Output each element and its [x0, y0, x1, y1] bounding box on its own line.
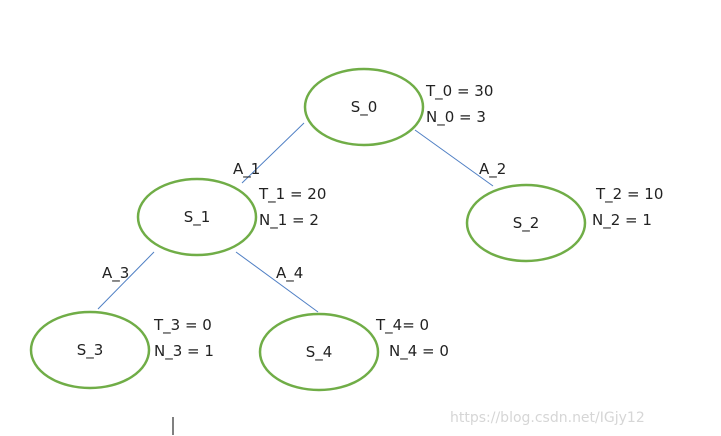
stat-t-s4: T_4= 0	[375, 316, 429, 335]
edge-label-a4: A_4	[276, 264, 303, 283]
edge-s1-s4	[235, 251, 319, 313]
node-label-s0: S_0	[351, 98, 378, 117]
edge-s0-s2	[414, 129, 494, 187]
stat-n-s4: N_4 = 0	[389, 342, 449, 361]
node-label-s1: S_1	[184, 208, 211, 227]
stat-t-s1: T_1 = 20	[258, 185, 326, 204]
edge-label-a3: A_3	[102, 264, 129, 283]
stat-n-s3: N_3 = 1	[154, 342, 214, 361]
edge-label-a2: A_2	[479, 160, 506, 179]
stat-n-s1: N_1 = 2	[259, 211, 319, 230]
stat-t-s2: T_2 = 10	[595, 185, 663, 204]
node-s1	[136, 177, 258, 257]
stat-n-s0: N_0 = 3	[426, 108, 486, 127]
node-s0	[303, 67, 425, 147]
node-s4	[258, 312, 380, 392]
node-s2	[465, 183, 587, 263]
node-label-s3: S_3	[77, 341, 104, 360]
stat-t-s0: T_0 = 30	[425, 82, 493, 101]
node-label-s2: S_2	[513, 214, 540, 233]
node-s3	[29, 310, 151, 390]
stat-t-s3: T_3 = 0	[153, 316, 212, 335]
watermark: https://blog.csdn.net/IGjy12	[450, 410, 645, 426]
stat-n-s2: N_2 = 1	[592, 211, 652, 230]
edge-s0-s1	[241, 122, 305, 184]
edge-s1-s3	[97, 251, 155, 310]
edge-label-a1: A_1	[233, 160, 260, 179]
node-label-s4: S_4	[306, 343, 333, 362]
